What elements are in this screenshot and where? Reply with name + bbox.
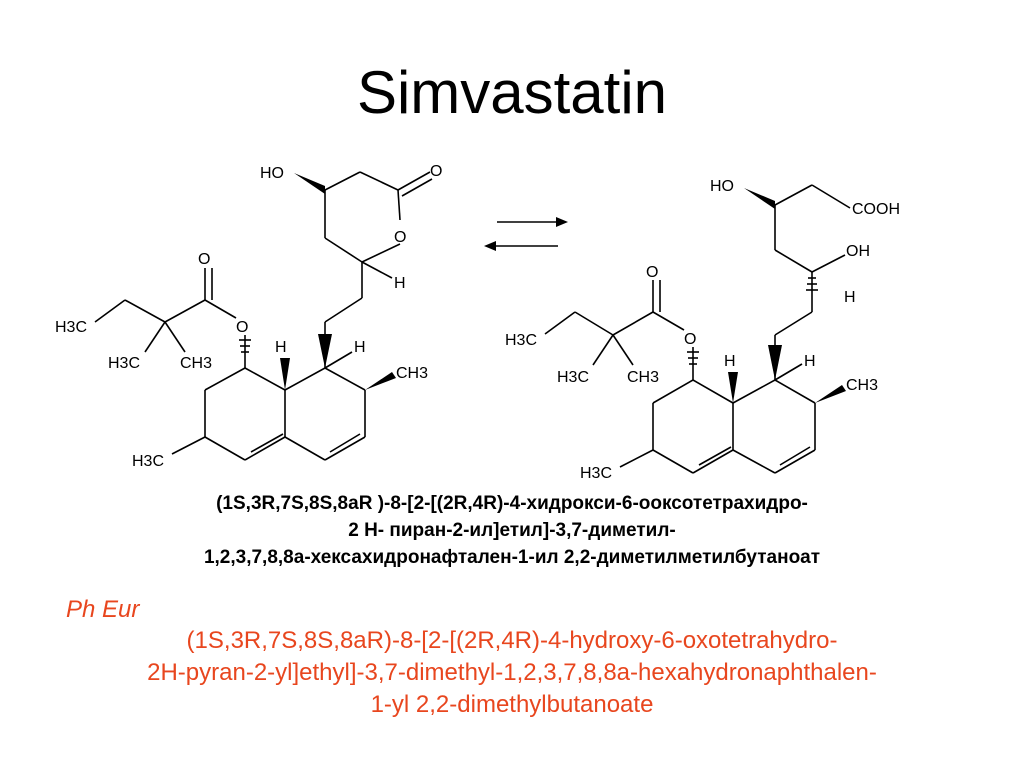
wedge-bond: [728, 372, 738, 403]
atom-label: CH3: [627, 369, 659, 386]
atom-label: H3C: [580, 465, 612, 482]
atom-label: OH: [846, 243, 870, 260]
atom-label: H: [724, 353, 736, 370]
atom-label: O: [646, 264, 658, 281]
atom-label: O: [430, 163, 442, 180]
atom-label: H: [804, 353, 816, 370]
wedge-bond: [744, 188, 775, 209]
name-ru-line-3: 1,2,3,7,8,8а-хексахидронафтален-1-ил 2,2…: [203, 547, 821, 568]
hash-bond: [239, 339, 251, 353]
atom-label: H3C: [108, 355, 140, 372]
reaction-scheme: HO O O H O O H H H3C H3C CH3 CH3 H3C: [55, 163, 900, 482]
atom-label: H3C: [505, 332, 537, 349]
atom-label: H: [394, 275, 406, 292]
atom-label: HO: [710, 178, 734, 195]
atom-label: O: [198, 251, 210, 268]
page-title: Simvastatin: [356, 59, 668, 126]
atom-label: H3C: [55, 319, 87, 336]
atom-label: H: [354, 339, 366, 356]
wedge-bond: [365, 372, 396, 390]
hydroxy-acid-structure: [544, 184, 851, 474]
atom-label: O: [236, 319, 248, 336]
hash-bond: [687, 277, 818, 365]
pharmacopoeia-source: Ph Eur: [66, 596, 140, 623]
name-en-line-2: 2H-pyran-2-yl]ethyl]-3,7-dimethyl-1,2,3,…: [147, 659, 877, 686]
atom-label: CH3: [846, 377, 878, 394]
wedge-bond: [815, 385, 846, 403]
atom-label: H: [275, 339, 287, 356]
wedge-bond: [294, 173, 325, 194]
atom-label: CH3: [396, 365, 428, 382]
name-en-line-1: (1S,3R,7S,8S,8aR)-8-[2-[(2R,4R)-4-hydrox…: [186, 627, 838, 654]
atom-label: CH3: [180, 355, 212, 372]
wedge-bond: [318, 334, 332, 368]
atom-label: COOH: [852, 201, 900, 218]
atom-label: H: [844, 289, 856, 306]
atom-label: H3C: [557, 369, 589, 386]
wedge-bond: [768, 345, 782, 380]
atom-label: O: [684, 331, 696, 348]
lactone-structure: [94, 171, 433, 461]
name-ru-line-1: (1S,3R,7S,8S,8aR )-8-[2-[(2R,4R)-4-хидро…: [216, 493, 808, 514]
name-en-line-3: 1-yl 2,2-dimethylbutanoate: [370, 691, 654, 718]
equilibrium-arrows: [484, 217, 568, 251]
atom-label: O: [394, 229, 406, 246]
name-ru-line-2: 2 H- пиран-2-ил]етил]-3,7-диметил-: [348, 520, 676, 541]
atom-label: H3C: [132, 453, 164, 470]
atom-label: HO: [260, 165, 284, 182]
wedge-bond: [280, 358, 290, 390]
